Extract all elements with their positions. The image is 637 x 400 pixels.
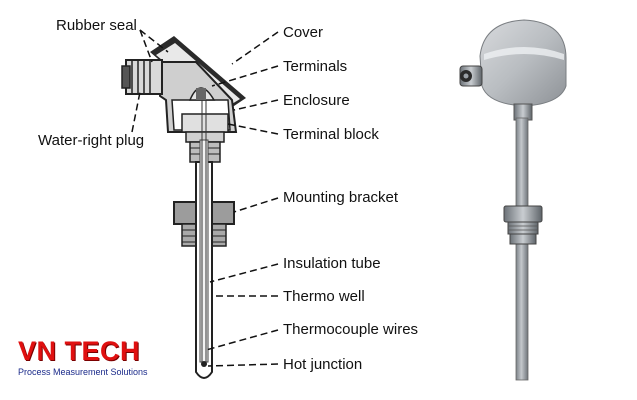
label-hot-junction: Hot junction — [283, 356, 363, 373]
label-rubber-seal: Rubber seal — [56, 17, 137, 34]
leader-terminal-block — [227, 123, 279, 135]
hot-junction-part — [201, 361, 207, 367]
label-enclosure: Enclosure — [283, 92, 350, 109]
leader-rubber-seal-2 — [139, 29, 169, 53]
logo-wordmark: VN TECH — [18, 336, 141, 366]
vn-tech-logo: VN TECH Process Measurement Solutions — [18, 338, 148, 377]
thermocouple-wires-part — [201, 100, 207, 362]
leader-cover — [231, 31, 279, 65]
leader-mounting-bracket — [233, 197, 279, 213]
label-terminal-block: Terminal block — [283, 126, 379, 143]
water-tight-plug-part — [121, 59, 163, 95]
leader-enclosure — [233, 99, 279, 111]
logo-tagline: Process Measurement Solutions — [18, 367, 148, 377]
leader-water-right-plug — [131, 91, 141, 133]
label-cover: Cover — [283, 24, 324, 41]
label-insulation-tube: Insulation tube — [283, 255, 381, 272]
leader-thermocouple-wires — [205, 329, 279, 351]
terminals-part — [188, 87, 216, 101]
leader-terminals — [211, 65, 279, 87]
label-mounting-bracket: Mounting bracket — [283, 189, 399, 206]
label-water-right-plug: Water-right plug — [38, 132, 145, 149]
leader-rubber-seal — [139, 29, 153, 63]
leader-insulation-tube — [209, 263, 279, 283]
label-thermocouple-wires: Thermocouple wires — [283, 321, 419, 338]
leader-lines — [131, 29, 279, 367]
label-thermo-well: Thermo well — [283, 288, 365, 305]
leader-hot-junction — [207, 363, 279, 367]
label-terminals: Terminals — [283, 58, 348, 75]
